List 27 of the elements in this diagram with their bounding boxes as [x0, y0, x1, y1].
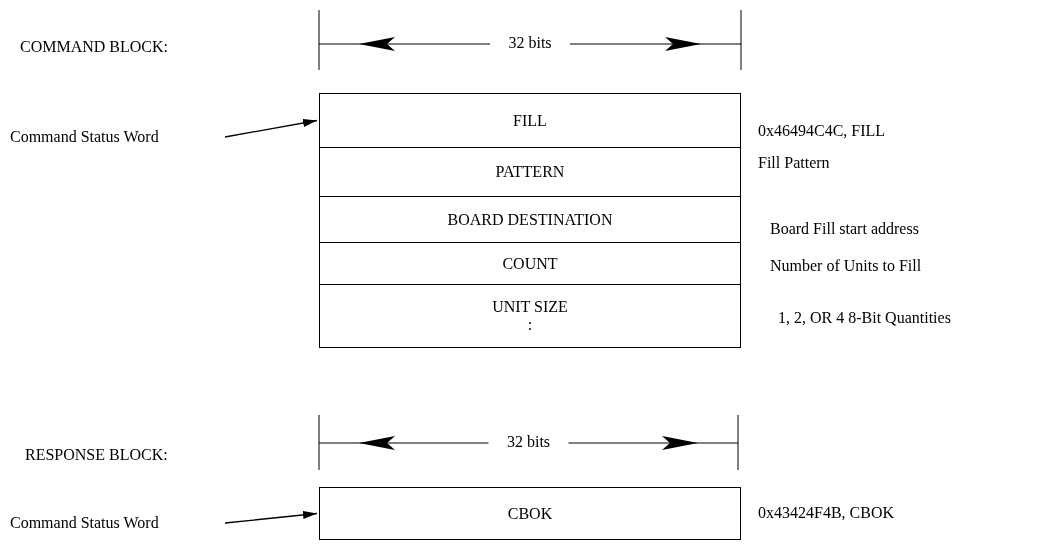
arrow	[224, 510, 318, 524]
field-description: Number of Units to Fill	[770, 257, 922, 275]
pointer-label: Command Status Word	[10, 514, 159, 532]
field-name: UNIT SIZE	[492, 298, 568, 316]
field-description: 0x46494C4C, FILL	[758, 122, 886, 140]
field-name: BOARD DESTINATION	[447, 210, 613, 229]
dimension-label: 32 bits	[506, 433, 551, 451]
field-row	[319, 196, 741, 243]
dimension-label: 32 bits	[508, 34, 552, 52]
field-row	[319, 487, 741, 540]
field-description: 0x43424F4B, CBOK	[758, 504, 895, 522]
block-heading: COMMAND BLOCK:	[20, 38, 168, 56]
field-name: PATTERN	[495, 163, 565, 181]
continuation-mark: :	[527, 316, 533, 334]
field-row	[319, 242, 741, 285]
arrow	[224, 119, 318, 138]
pointer-label: Command Status Word	[10, 128, 159, 146]
block-heading: RESPONSE BLOCK:	[25, 446, 168, 464]
field-description: Board Fill start address	[770, 220, 919, 238]
field-description: Fill Pattern	[758, 154, 830, 172]
field-row	[319, 93, 741, 148]
field-name: FILL	[513, 111, 547, 130]
field-name: CBOK	[507, 504, 553, 523]
field-row	[319, 147, 741, 197]
field-name: COUNT	[502, 254, 558, 273]
field-description: 1, 2, OR 4 8-Bit Quantities	[778, 309, 951, 327]
field-row	[319, 284, 741, 348]
